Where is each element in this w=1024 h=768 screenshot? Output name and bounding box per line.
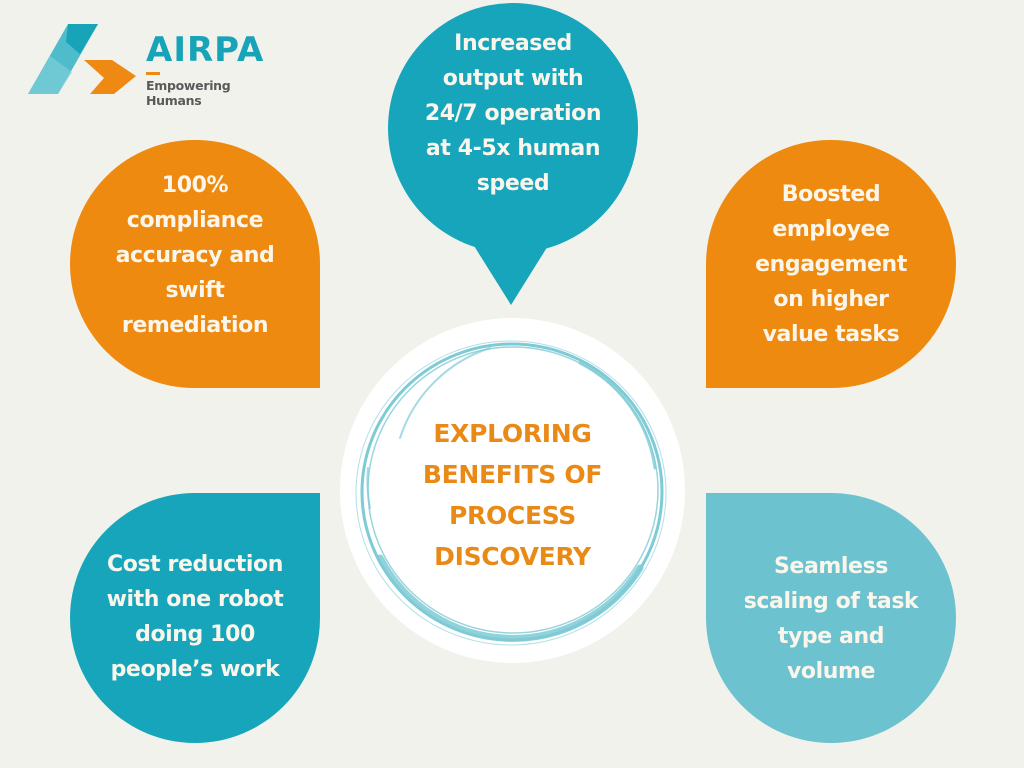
brand-divider <box>146 72 160 75</box>
benefit-petal-compliance: 100% compliance accuracy and swift remed… <box>70 140 320 388</box>
benefit-text-cost: Cost reduction with one robot doing 100 … <box>106 552 284 682</box>
benefit-text-engagement: Boosted employee engagement on higher va… <box>755 181 907 347</box>
benefit-petal-cost: Cost reduction with one robot doing 100 … <box>70 493 320 743</box>
brand-name: AIRPA <box>146 30 265 70</box>
benefit-petal-scaling: Seamless scaling of task type and volume <box>706 493 956 743</box>
brand-tagline: Empowering Humans <box>146 78 231 108</box>
brand-logo: AIRPA Empowering Humans <box>28 22 288 108</box>
benefit-text-scaling: Seamless scaling of task type and volume <box>743 554 919 684</box>
center-hub: EXPLORING BENEFITS OF PROCESS DISCOVERY <box>340 318 685 663</box>
benefit-petal-engagement: Boosted employee engagement on higher va… <box>706 140 956 388</box>
center-title: EXPLORING BENEFITS OF PROCESS DISCOVERY <box>340 318 685 663</box>
center-title-text: EXPLORING BENEFITS OF PROCESS DISCOVERY <box>422 418 603 571</box>
airpa-logo-mark-icon <box>28 24 136 94</box>
benefit-text-output: Increased output with 24/7 operation at … <box>424 30 602 196</box>
benefit-text-compliance: 100% compliance accuracy and swift remed… <box>115 172 275 338</box>
brush-ring-icon <box>355 340 667 646</box>
benefit-petal-output: Increased output with 24/7 operation at … <box>388 3 638 253</box>
